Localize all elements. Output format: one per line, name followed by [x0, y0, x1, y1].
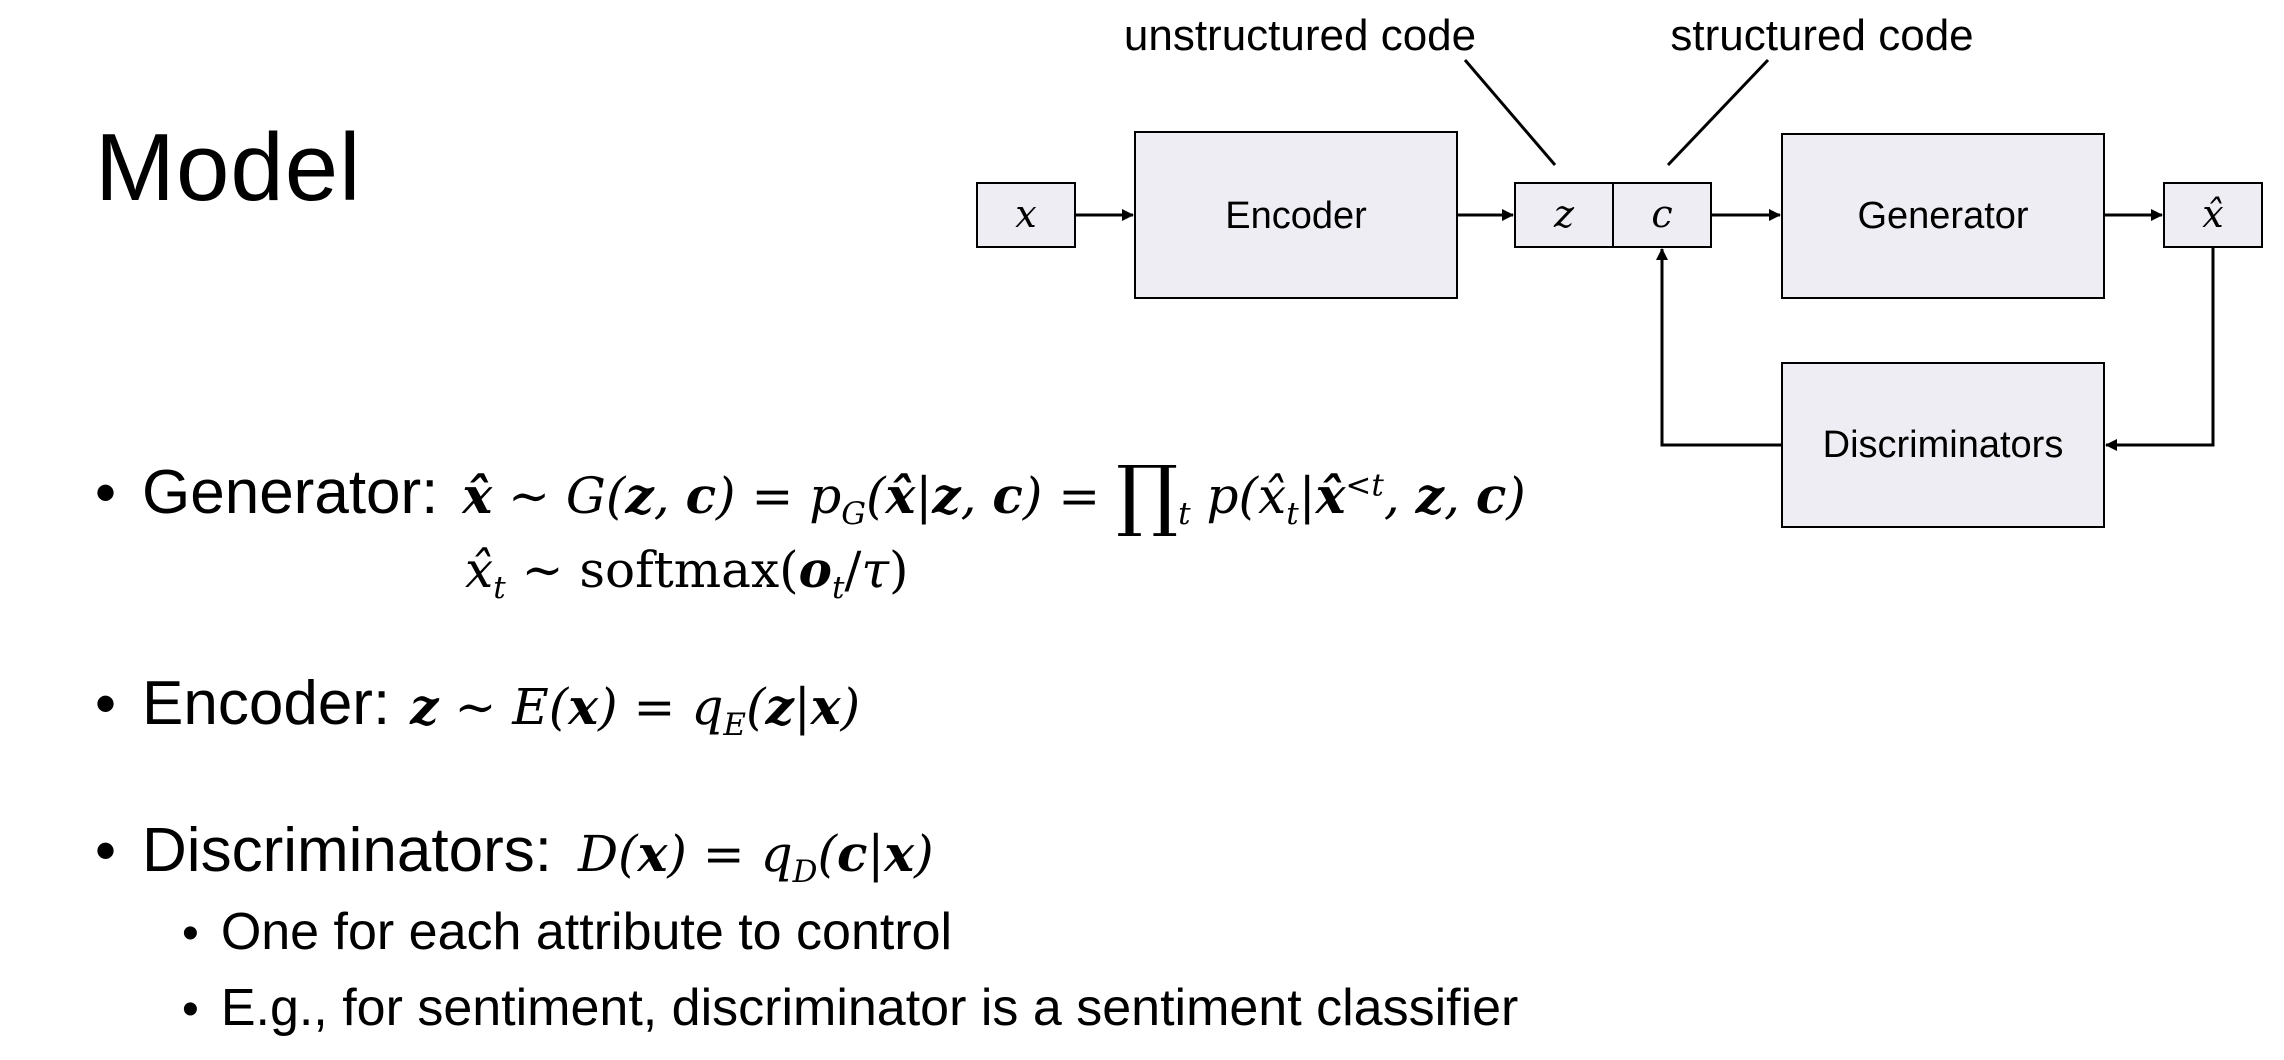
structured-code-label: structured code — [1670, 11, 1973, 60]
arrow-xhat-to-discriminators — [2105, 247, 2215, 451]
generator-bullet-label: Generator: — [142, 458, 439, 527]
generator-box — [1781, 133, 2105, 299]
encoder-bullet: • Encoder: z ∼ E(x) = qE(z|x) — [95, 668, 860, 743]
discriminators-bullet-label: Discriminators: — [142, 816, 552, 885]
x-input-label: x — [1015, 192, 1036, 236]
x-input-box — [976, 182, 1076, 248]
z-code-label: z — [1553, 192, 1575, 236]
c-code-label: c — [1651, 192, 1672, 236]
x-hat-output-label: x̂ — [2202, 192, 2223, 236]
discriminators-box — [1781, 362, 2105, 528]
bullet-dot: • — [95, 459, 117, 526]
arrow-discriminators-to-c — [1656, 248, 1782, 447]
bullet-dot: • — [95, 817, 117, 884]
page-title: Model — [95, 114, 362, 221]
encoder-formula: z ∼ E(x) = qE(z|x) — [410, 677, 861, 743]
structured-pointer-line — [1666, 58, 1770, 167]
discriminators-label: Discriminators — [1823, 424, 2064, 466]
generator-formula-2: x̂t ∼ softmax(ot/τ) — [465, 540, 909, 606]
bullet-dot: • — [95, 670, 117, 737]
unstructured-pointer-line — [1463, 59, 1557, 166]
c-code-box — [1612, 182, 1712, 248]
z-code-box — [1514, 182, 1614, 248]
discriminators-formula: D(x) = qD(c|x) — [577, 824, 934, 890]
sub-bullet-text: E.g., for sentiment, discriminator is a … — [220, 979, 1519, 1037]
sub-bullet-text: One for each attribute to control — [220, 903, 953, 961]
encoder-bullet-label: Encoder: — [142, 669, 391, 738]
unstructured-code-label: unstructured code — [1124, 11, 1476, 60]
x-hat-output-box — [2163, 182, 2263, 248]
encoder-box — [1134, 131, 1458, 299]
generator-formula-2-row: x̂t ∼ softmax(ot/τ) — [465, 540, 909, 606]
generator-label: Generator — [1857, 195, 2028, 237]
generator-formula: x̂ ∼ G(z, c) = pG(x̂|z, c) = ∏t p(x̂t|x̂… — [462, 450, 1526, 540]
generator-bullet: • Generator: x̂ ∼ G(z, c) = pG(x̂|z, c) … — [95, 450, 1526, 540]
bullet-dot: • — [182, 983, 199, 1036]
discriminators-bullet: • Discriminators: D(x) = qD(c|x) — [95, 815, 934, 890]
encoder-label: Encoder — [1225, 195, 1367, 237]
sub-bullet: • E.g., for sentiment, discriminator is … — [182, 978, 1518, 1038]
sub-bullet: • One for each attribute to control — [182, 902, 952, 962]
bullet-dot: • — [182, 907, 199, 960]
